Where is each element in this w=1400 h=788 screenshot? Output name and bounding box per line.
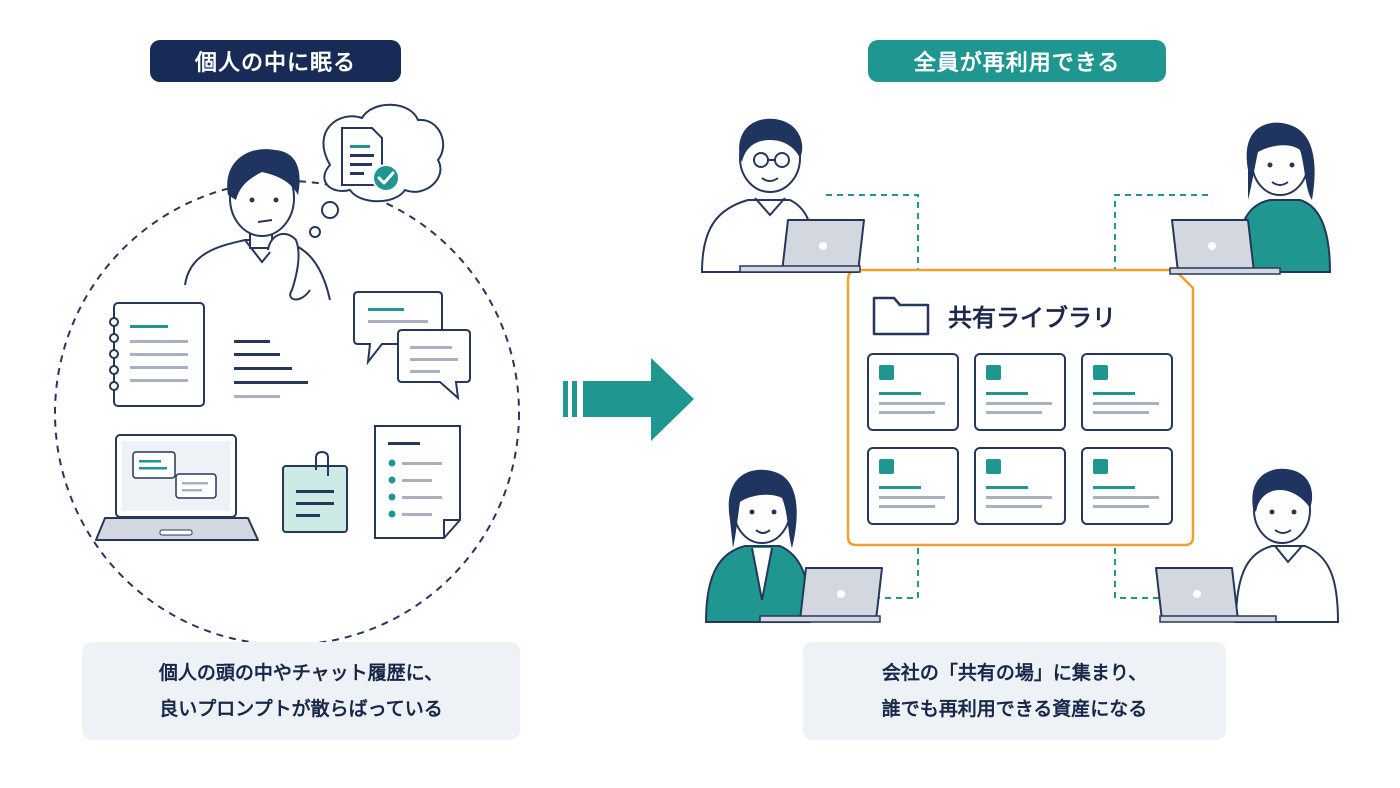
library-title: 共有ライブラリ (948, 304, 1116, 332)
chat-bubbles-icon (353, 291, 471, 401)
person-with-laptop-icon (700, 118, 865, 273)
person-with-laptop-icon (1169, 122, 1332, 275)
left-caption-line1: 個人の頭の中やチャット履歴に、 (158, 662, 444, 684)
library-card-icon (867, 447, 959, 525)
thinking-person-icon (184, 149, 331, 301)
library-connectors (826, 194, 1208, 599)
notebook-icon (109, 302, 205, 407)
left-badge-text: 個人の中に眠る (194, 51, 356, 76)
person-with-laptop-icon (1155, 468, 1340, 623)
library-card-icon (867, 353, 959, 431)
arrow-right-icon (563, 358, 694, 441)
checklist-document-icon (374, 425, 461, 539)
laptop-chat-icon (95, 434, 259, 541)
thought-bubble-document-icon (309, 103, 445, 238)
right-caption: 会社の「共有の場」に集まり、 誰でも再利用できる資産になる (803, 642, 1226, 740)
left-caption-line2: 良いプロンプトが散らばっている (159, 698, 443, 720)
right-caption-line2: 誰でも再利用できる資産になる (881, 698, 1148, 720)
right-badge-text: 全員が再利用できる (913, 51, 1121, 76)
library-card-icon (1081, 447, 1173, 525)
left-caption: 個人の頭の中やチャット履歴に、 良いプロンプトが散らばっている (82, 642, 520, 740)
folder-icon (872, 296, 930, 336)
person-with-laptop-icon (704, 469, 883, 623)
shared-library-panel: 共有ライブラリ (846, 268, 1195, 547)
library-card-icon (1081, 353, 1173, 431)
right-section-badge: 全員が再利用できる (868, 40, 1166, 82)
text-lines-icon (234, 340, 308, 398)
right-caption-line1: 会社の「共有の場」に集まり、 (881, 662, 1148, 684)
left-section-badge: 個人の中に眠る (150, 40, 401, 82)
library-card-icon (974, 447, 1066, 525)
library-card-icon (974, 353, 1066, 431)
sticky-note-icon (282, 450, 348, 533)
